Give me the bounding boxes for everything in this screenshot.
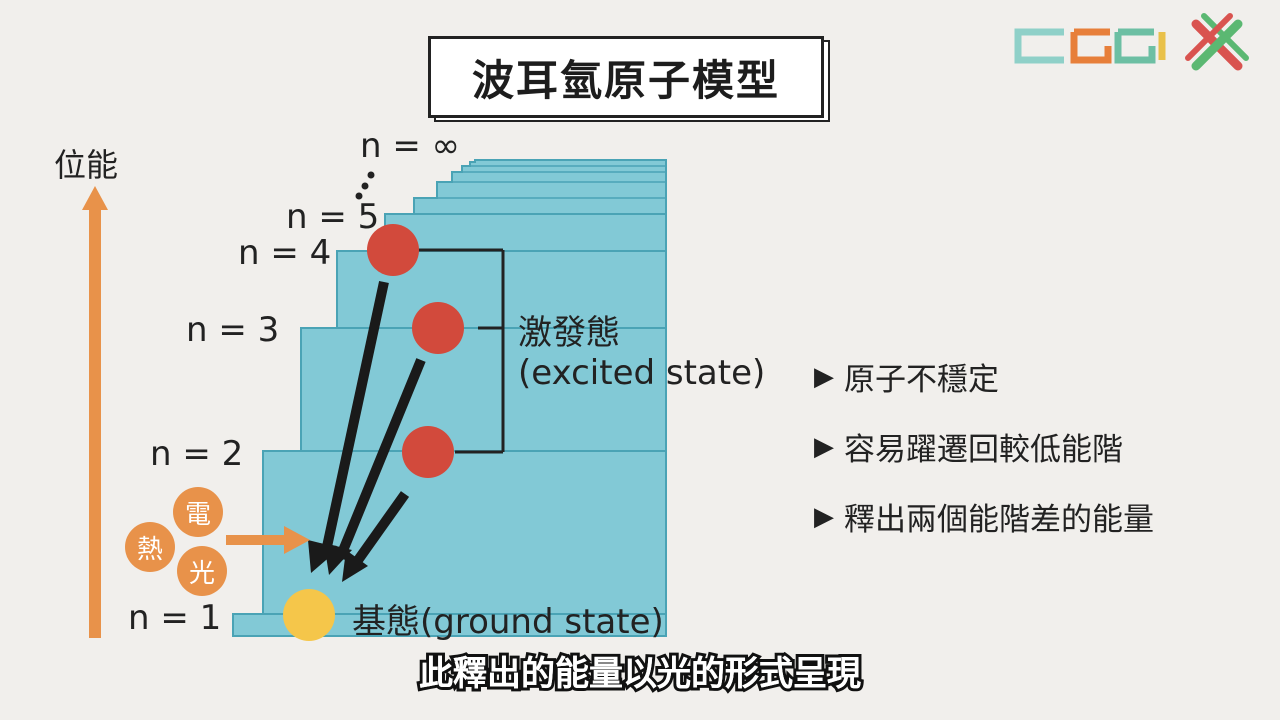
excited-label-en: (excited state): [518, 353, 766, 393]
electron-n4: [367, 224, 419, 276]
excited-bracket: [418, 248, 505, 454]
title-card: 波耳氫原子模型: [428, 36, 824, 118]
level-label-n5: n = 5: [286, 197, 380, 237]
page-title: 波耳氫原子模型: [471, 55, 780, 105]
ground-state-label: 基態(ground state): [352, 602, 664, 642]
excited-label-zh: 激發態: [518, 313, 620, 353]
step-n2: [262, 450, 667, 616]
bullet-text: 釋出兩個能階差的能量: [844, 502, 1154, 538]
bullet-text: 原子不穩定: [844, 362, 999, 398]
energy-input-arrow: [226, 526, 310, 554]
level-label-n1: n = 1: [128, 598, 222, 638]
potential-axis-arrow: [82, 186, 108, 638]
axis-label: 位能: [54, 146, 119, 184]
badge-light: 光: [177, 546, 227, 596]
step-n1: [232, 613, 667, 637]
subtitle-caption: 此釋出的能量以光的形式呈現: [416, 651, 864, 697]
electron-n2: [402, 426, 454, 478]
electron-n3: [412, 302, 464, 354]
electron-ground: [283, 589, 335, 641]
bullet-item-3: ▶ 釋出兩個能階差的能量: [814, 494, 1154, 539]
bullet-text: 容易躍遷回較低能階: [844, 432, 1123, 468]
step-upper-levels: [413, 159, 667, 216]
cross-logo: [1185, 13, 1249, 71]
play-triangle-icon: ▶: [814, 361, 834, 392]
arrow-2-to-1: [351, 491, 410, 566]
ellipsis-dots: [355, 171, 375, 200]
transition-arrows: [308, 280, 426, 582]
badge-heat: 熱: [125, 522, 175, 572]
bullet-item-2: ▶ 容易躍遷回較低能階: [814, 424, 1123, 469]
arrow-3-to-1: [335, 358, 426, 560]
subtitle-caption-fill: 此釋出的能量以光的形式呈現: [419, 654, 861, 694]
level-label-n2: n = 2: [150, 434, 244, 474]
cool-logo: [1014, 28, 1166, 64]
level-label-n3: n = 3: [186, 310, 280, 350]
play-triangle-icon: ▶: [814, 431, 834, 462]
level-label-n4: n = 4: [238, 233, 332, 273]
badge-electricity: 電: [173, 487, 223, 537]
play-triangle-icon: ▶: [814, 501, 834, 532]
bullet-item-1: ▶ 原子不穩定: [814, 354, 999, 399]
upper-step-lines: [437, 165, 666, 199]
step-n5: [384, 213, 667, 253]
arrow-4-to-1: [320, 280, 389, 558]
level-label-infinity: n = ∞: [360, 126, 460, 166]
